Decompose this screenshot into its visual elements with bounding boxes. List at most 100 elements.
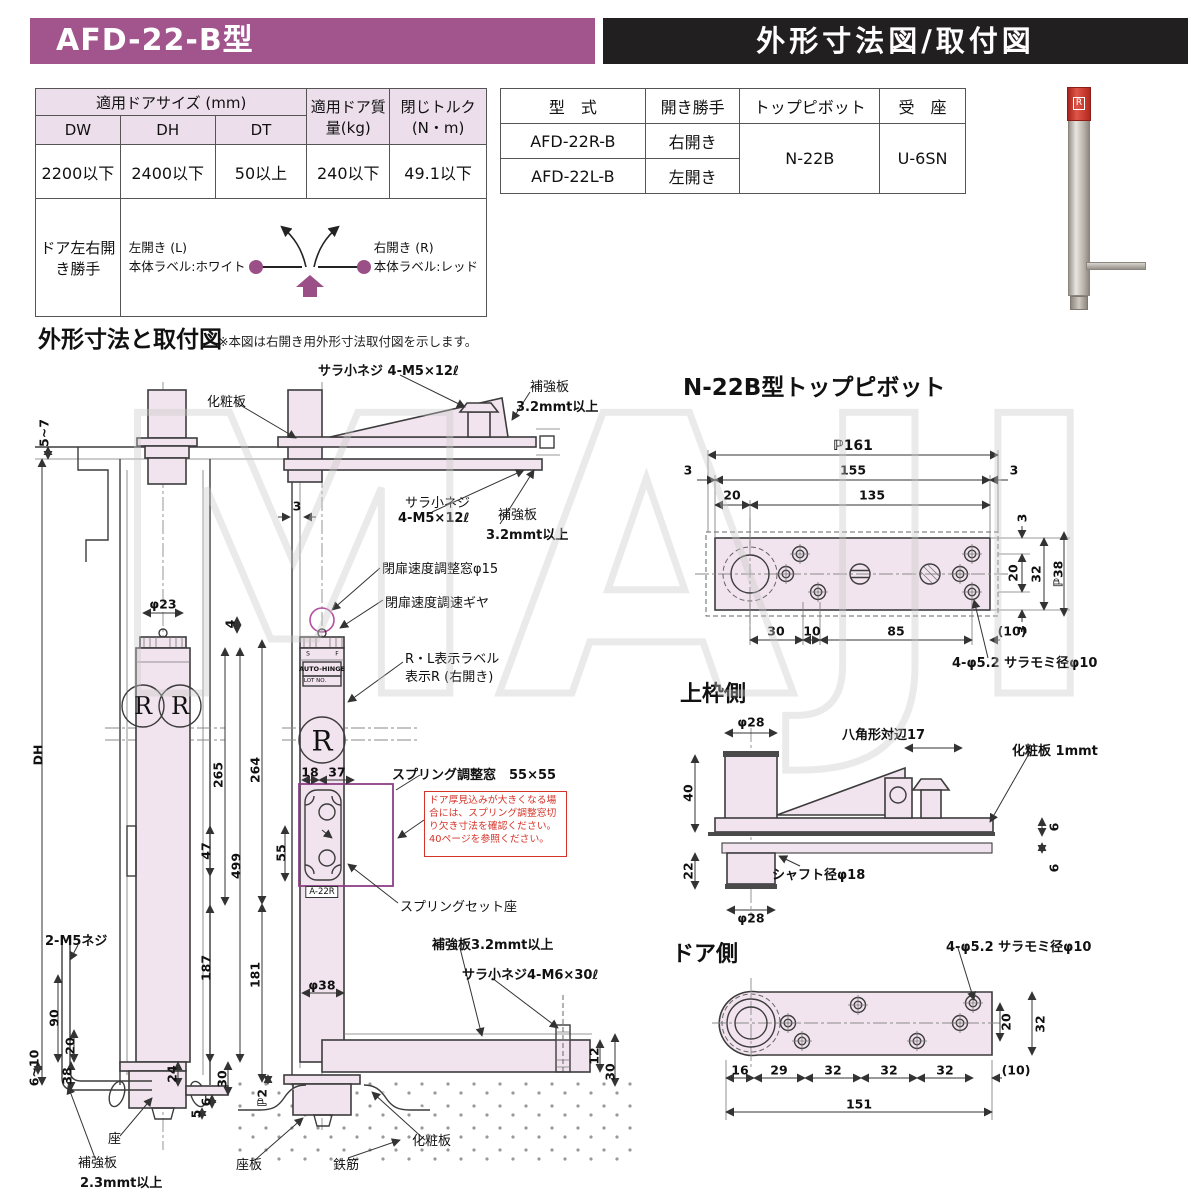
spring-window-callout: スプリング調整窓 55×55: [392, 768, 557, 783]
dim-264: 264: [247, 756, 263, 784]
dim-20-top: 20: [723, 487, 741, 503]
dim-16: 16: [731, 1062, 749, 1078]
dim-6-10: 6~10: [26, 1049, 42, 1087]
fig1-r-mark-right: R: [170, 692, 190, 720]
handing-arrows-icon: [248, 225, 371, 297]
product-photo: R: [1030, 84, 1160, 329]
fig1-r-mark-left: R: [133, 692, 153, 720]
val-dt: 50以上: [214, 144, 308, 199]
cap-letter: R: [1072, 97, 1086, 110]
model-title: AFD-22-B型: [56, 23, 254, 58]
dim-phi38: φ38: [308, 977, 336, 993]
hokyo-bottom-thickness: 2.3mmt以上: [80, 1176, 163, 1191]
rl-label-1: R・L表示ラベル: [405, 652, 500, 667]
dim-30b: 30: [602, 1063, 618, 1081]
spring-seat-callout: スプリングセット座: [400, 900, 518, 915]
zaban-callout: 座板: [236, 1158, 263, 1173]
dim-151: 151: [845, 1096, 873, 1112]
dim-29: 29: [770, 1062, 788, 1078]
dim-5b: 5: [188, 1109, 204, 1119]
dim-3-right: 3: [1009, 462, 1019, 478]
dim-32-chain: 32: [1028, 565, 1044, 583]
dim-pl161: ℙ161: [833, 438, 873, 454]
h-model: 型 式: [500, 88, 646, 124]
s-mark: S: [306, 650, 310, 658]
spec-table: 適用ドアサイズ (mm) 適用ドア質量(kg) 閉じトルク(N・m) DW DH…: [34, 88, 488, 317]
m5neji-callout: 2-M5ネジ: [45, 934, 108, 949]
sara-m5-top-callout: サラ小ネジ 4-M5×12ℓ: [318, 364, 460, 379]
dim-20: 20: [62, 1037, 78, 1055]
handing-header: ドア左右開き勝手: [35, 198, 121, 317]
dim-3-chain-top: 3: [1014, 513, 1030, 523]
dim-187: 187: [198, 954, 214, 982]
hokyo-mid-thickness: 3.2mmt以上: [486, 528, 569, 543]
close-gear-callout: 閉扉速度調速ギヤ: [385, 596, 490, 611]
dim-55: 55: [273, 844, 289, 862]
handing-diagram: 左開き (L) 本体ラベル:ホワイト 右開き (R): [121, 211, 486, 305]
val-mass: 240以下: [306, 144, 391, 199]
dim-22: 22: [680, 862, 696, 880]
warning-note: ドア厚見込みが大きくなる場合には、スプリング調整窓切り欠き寸法を確認ください。4…: [424, 791, 567, 857]
section-note: ※本図は右開き用外形寸法取付図を示します。: [218, 334, 478, 349]
dim-pl38: ℙ38: [1050, 560, 1066, 588]
kesho1mmt-callout: 化粧板 1mmt: [1012, 744, 1098, 759]
fig2-r-mark: R: [311, 724, 333, 758]
dim-10p-door: (10): [1001, 1062, 1031, 1078]
dim-47: 47: [198, 842, 214, 860]
kesho-callout: 化粧板: [207, 395, 247, 410]
col-dh: DH: [119, 115, 216, 145]
dim-265: 265: [210, 761, 226, 789]
dim-37: 37: [328, 764, 346, 780]
dim-32c: 32: [936, 1062, 954, 1078]
page-title-bar: 外形寸法図/取付図: [603, 18, 1188, 64]
hokyo-top-thickness: 3.2mmt以上: [516, 400, 599, 415]
door-side-title: ドア側: [672, 942, 739, 967]
dim-20-door: 20: [998, 1013, 1014, 1031]
val-dh: 2400以下: [119, 144, 216, 199]
close-window-callout: 閉扉速度調整窓φ15: [382, 562, 499, 577]
torque-header: 閉じトルク(N・m): [389, 88, 487, 145]
dim-phi28-bottom: φ28: [737, 910, 765, 926]
dim-6-right-top: 6: [1046, 822, 1062, 832]
dim-90: 90: [46, 1009, 62, 1027]
val-torque: 49.1以下: [389, 144, 487, 199]
dim-30a: 30: [214, 1070, 230, 1088]
table-row: AFD-22L-B 左開き: [500, 158, 966, 194]
shaft-callout: シャフト径φ18: [772, 868, 866, 883]
dim-6-right-bottom: 6: [1046, 863, 1062, 873]
kesho-bottom-callout: 化粧板: [412, 1134, 452, 1149]
mass-header: 適用ドア質量(kg): [306, 88, 391, 145]
right-body-label: 本体ラベル:レッド: [373, 259, 478, 274]
dim-18: 18: [301, 764, 319, 780]
a22r-label: A-22R: [305, 886, 339, 898]
dim-24: 24: [164, 1065, 180, 1083]
model-r2: AFD-22L-B: [500, 158, 646, 194]
sara-momi-callout: 4-φ5.2 サラモミ径φ10: [952, 656, 1098, 671]
h-socket: 受 座: [879, 88, 966, 124]
pivot-title: N-22B型トップピボット: [683, 375, 946, 401]
hokyo-mid-callout: 補強板: [498, 508, 538, 523]
dim-6a: 6: [198, 1097, 214, 1107]
dim-5-7: 5~7: [36, 419, 52, 447]
dim-phi28-top: φ28: [737, 714, 765, 730]
dim-499: 499: [228, 852, 244, 880]
dim-32b: 32: [880, 1062, 898, 1078]
dim-3-left: 3: [683, 462, 693, 478]
dim-38: 38: [59, 1067, 75, 1085]
left-body-label: 本体ラベル:ホワイト: [128, 259, 246, 274]
dim-4: 4: [222, 619, 238, 629]
table-row: AFD-22R-B 右開き N-22B U-6SN: [500, 123, 966, 194]
f-mark: F: [335, 650, 339, 658]
section-heading: 外形寸法と取付図: [38, 327, 222, 353]
left-open-label: 左開き (L): [128, 240, 187, 256]
model-table: 型 式 開き勝手 トップピボット 受 座 AFD-22R-B 右開き N-22B…: [500, 88, 966, 194]
za-callout: 座: [108, 1132, 122, 1147]
red-cap: R: [1067, 87, 1091, 121]
lot-no-label: LOT NO.: [303, 678, 327, 684]
octagon-callout: 八角形対辺17: [842, 728, 926, 743]
handing-r2: 左開き: [644, 158, 741, 194]
dim-phi23: φ23: [149, 596, 177, 612]
dim-85-plate: 85: [887, 623, 905, 639]
dim-3: 3: [292, 498, 302, 514]
